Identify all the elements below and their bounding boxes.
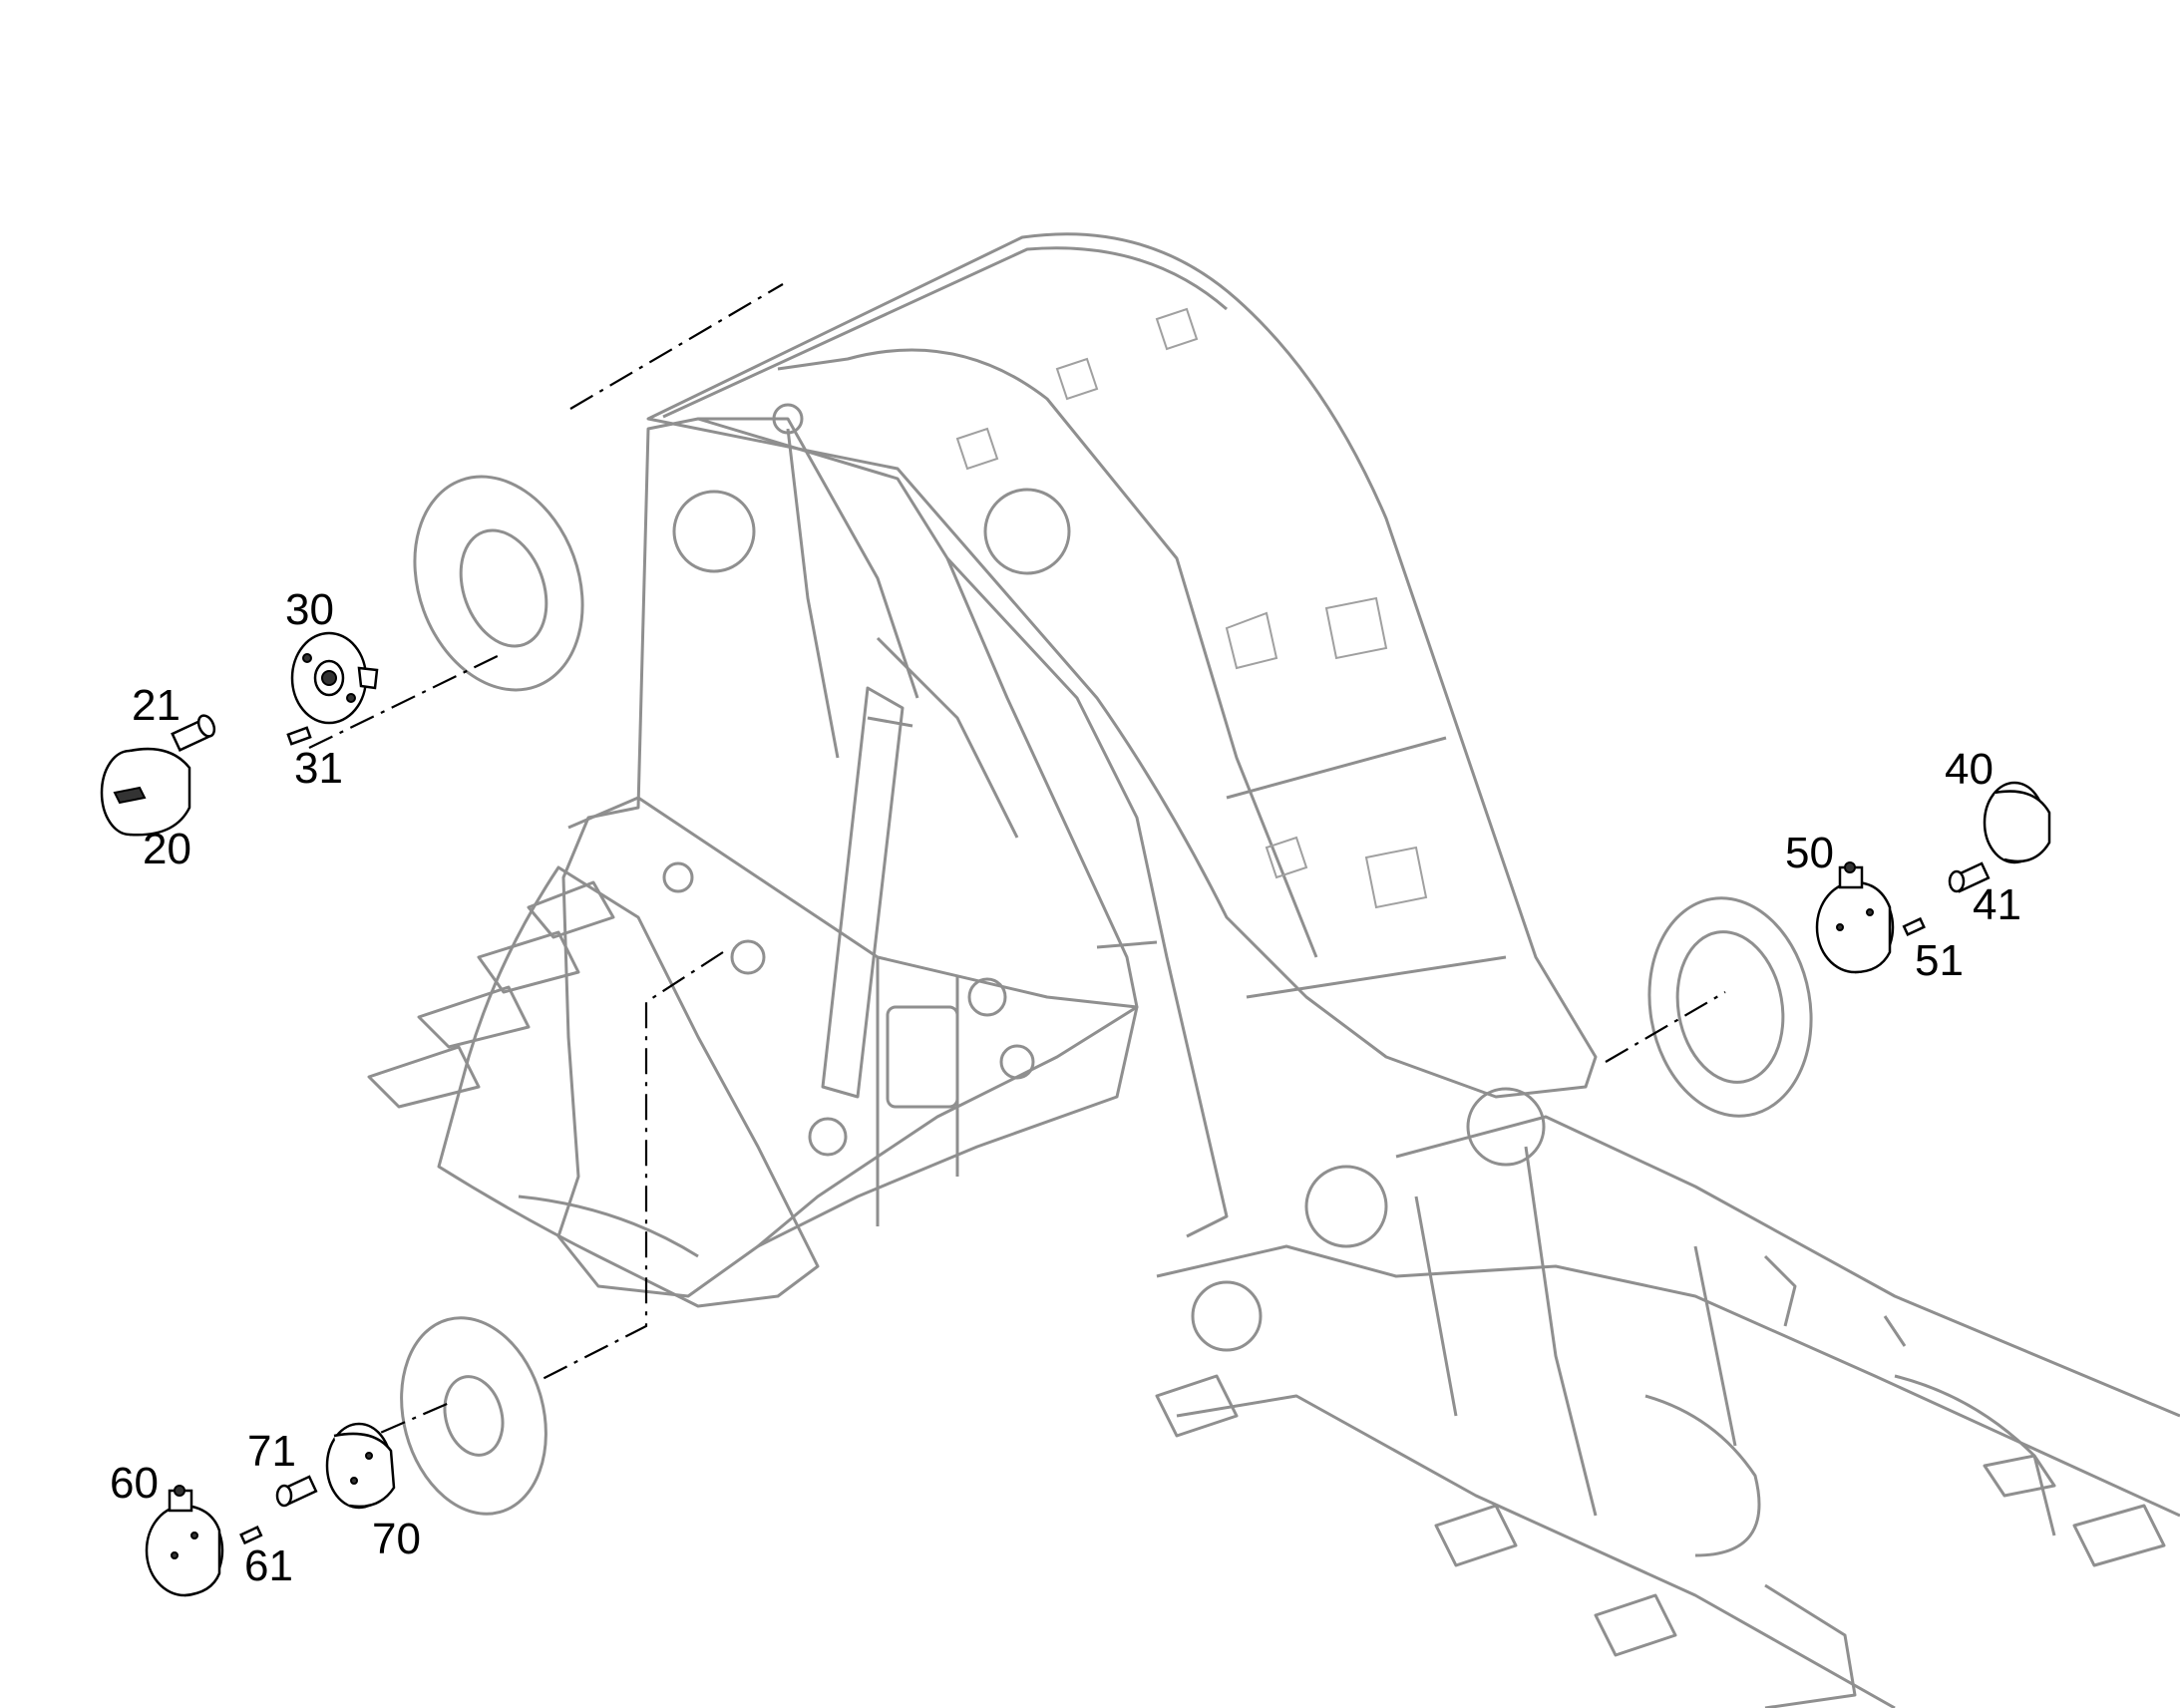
right-ghost-plate (1647, 896, 1813, 1118)
label-40: 40 (1945, 745, 1994, 794)
part-41-bolt[interactable] (1948, 861, 1991, 893)
label-70: 70 (372, 1515, 421, 1563)
part-20-cover[interactable] (100, 747, 191, 837)
label-51: 51 (1915, 936, 1964, 985)
label-20: 20 (143, 825, 191, 873)
part-50-sensor-housing[interactable] (1815, 861, 1895, 974)
assembly-lines (308, 283, 1726, 1453)
label-71: 71 (247, 1427, 296, 1476)
label-61: 61 (244, 1541, 293, 1590)
part-60-sensor-housing[interactable] (145, 1485, 224, 1597)
part-40-cover[interactable] (1983, 781, 2051, 864)
part-21-bolt[interactable] (171, 713, 217, 753)
part-71-bolt[interactable] (275, 1475, 318, 1508)
upper-left-ghost-plate (413, 475, 584, 692)
part-70-cover[interactable] (325, 1422, 396, 1510)
label-50: 50 (1785, 829, 1834, 877)
part-61-screw[interactable] (239, 1526, 263, 1545)
lower-ghost-plate (400, 1316, 547, 1516)
label-60: 60 (110, 1459, 159, 1508)
label-31: 31 (294, 744, 343, 793)
excavator-boom-and-chassis (367, 232, 2180, 1708)
part-30-sensor-flange[interactable] (290, 631, 379, 725)
label-21: 21 (132, 681, 181, 730)
part-51-screw[interactable] (1902, 916, 1926, 936)
label-30: 30 (285, 585, 334, 634)
part-31-screw[interactable] (286, 726, 312, 746)
label-41: 41 (1973, 880, 2021, 929)
